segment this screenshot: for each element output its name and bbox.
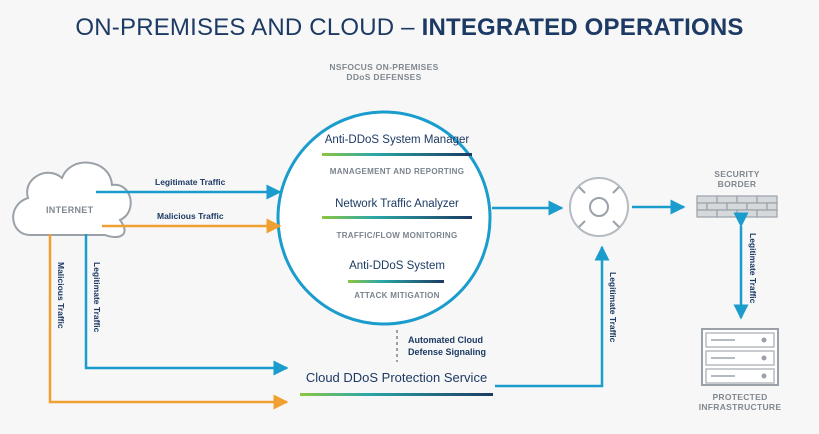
protected-infrastructure-label: PROTECTED INFRASTRUCTURE — [680, 392, 800, 412]
firewall-icon — [696, 195, 778, 218]
component-manager-sub: MANAGEMENT AND REPORTING — [329, 167, 465, 176]
internet-cloud-icon — [12, 161, 132, 239]
onprem-heading-line1: NSFOCUS ON-PREMISES — [329, 62, 439, 72]
component-analyzer-sub: TRAFFIC/FLOW MONITORING — [336, 231, 458, 240]
legit-traffic-router-label: Legitimate Traffic — [608, 272, 618, 343]
component-bar-mitigation — [348, 280, 444, 283]
component-bar-analyzer — [322, 216, 472, 219]
legit-traffic-border-label: Legitimate Traffic — [748, 233, 758, 304]
security-border-line1: SECURITY — [714, 169, 760, 179]
component-bar-manager — [322, 153, 472, 156]
component-analyzer-title: Network Traffic Analyzer — [335, 198, 459, 210]
legit-traffic-vertical-label: Legitimate Traffic — [92, 262, 102, 333]
protected-line2: INFRASTRUCTURE — [698, 402, 782, 412]
onprem-heading: NSFOCUS ON-PREMISES DDoS DEFENSES — [314, 62, 454, 82]
security-border-label: SECURITY BORDER — [697, 169, 777, 189]
router-icon — [569, 177, 629, 237]
component-mitigation-sub: ATTACK MITIGATION — [354, 291, 440, 300]
protected-line1: PROTECTED — [712, 392, 768, 402]
signaling-line1: Automated Cloud — [408, 335, 483, 345]
signaling-label: Automated Cloud Defense Signaling — [408, 334, 486, 358]
onprem-heading-line2: DDoS DEFENSES — [346, 72, 422, 82]
legit-traffic-cloud-path — [84, 234, 289, 376]
component-mitigation-title: Anti-DDoS System — [349, 260, 445, 272]
malicious-traffic-label: Malicious Traffic — [157, 211, 224, 221]
title-prefix: ON-PREMISES AND CLOUD – — [75, 14, 422, 41]
cloud-to-router-path — [495, 245, 610, 388]
page-title: ON-PREMISES AND CLOUD – INTEGRATED OPERA… — [0, 14, 819, 42]
cloud-service-label: Cloud DDoS Protection Service — [305, 370, 488, 385]
component-manager-title: Anti-DDoS System Manager — [324, 134, 470, 146]
security-border-line2: BORDER — [717, 179, 757, 189]
internet-label: INTERNET — [46, 205, 94, 215]
signaling-line2: Defense Signaling — [408, 347, 487, 357]
malicious-traffic-cloud-path — [48, 234, 289, 410]
cloud-service-bar — [300, 393, 493, 396]
title-emphasis: INTEGRATED OPERATIONS — [421, 14, 744, 41]
malicious-traffic-vertical-label: Malicious Traffic — [56, 262, 66, 329]
legit-traffic-label: Legitimate Traffic — [155, 177, 226, 187]
server-rack-icon — [701, 328, 779, 386]
